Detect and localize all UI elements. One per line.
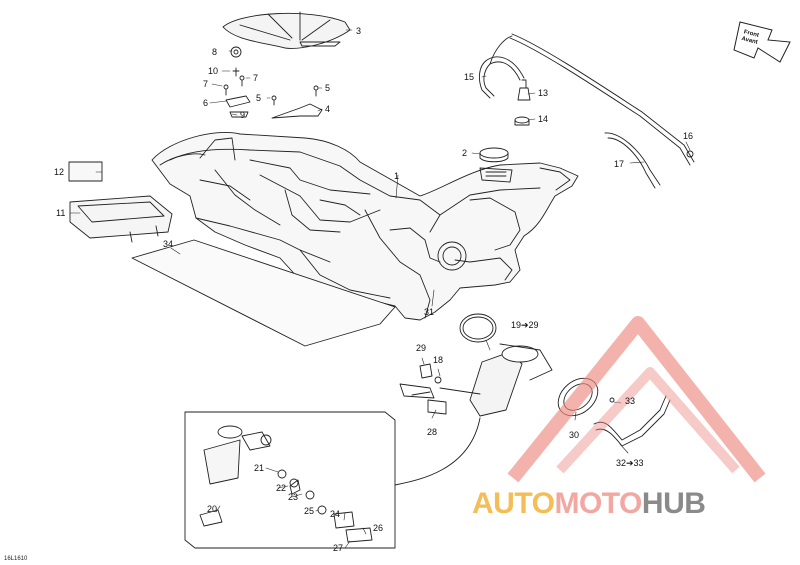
callout-14: 14 xyxy=(538,114,549,124)
callout-31: 31 xyxy=(424,307,435,317)
callout-29: 29 xyxy=(416,343,427,353)
callout-27: 27 xyxy=(333,543,344,553)
seat-cover xyxy=(222,11,351,49)
callout-11: 11 xyxy=(56,208,66,218)
callout-6: 6 xyxy=(203,98,209,108)
vent-valve xyxy=(514,79,531,126)
storage-tray xyxy=(69,195,173,243)
watermark-text: AUTOMOTOHUB xyxy=(472,487,706,521)
callout-34: 34 xyxy=(163,239,174,249)
front-direction-arrow xyxy=(733,21,791,63)
callout-10: 10 xyxy=(208,66,219,76)
o-ring-large xyxy=(459,313,497,343)
fuel-tank-body xyxy=(151,132,579,321)
callout-5b: 5 xyxy=(256,93,262,103)
callout-7b: 7 xyxy=(203,79,209,89)
callout-20: 20 xyxy=(207,504,218,514)
watermark-logo xyxy=(507,316,766,483)
fuel-line xyxy=(593,395,671,447)
callout-8: 8 xyxy=(212,47,218,57)
callout-21: 21 xyxy=(254,463,265,473)
callout-33: 33 xyxy=(625,396,636,406)
drawing-code: 16L1610 xyxy=(4,556,28,562)
leader-curve xyxy=(394,417,481,486)
callout-32-33: 32➔33 xyxy=(616,458,644,468)
watermark-moto: MOTO xyxy=(554,487,642,520)
fuel-cap xyxy=(479,147,509,163)
callout-18: 18 xyxy=(433,355,444,365)
callout-1: 1 xyxy=(394,171,400,181)
callout-19-29: 19➔29 xyxy=(511,320,539,330)
callout-15: 15 xyxy=(464,72,475,82)
watermark-hub: HUB xyxy=(641,487,706,520)
callout-12: 12 xyxy=(54,167,65,177)
callout-23: 23 xyxy=(288,492,299,502)
pump-detail-box xyxy=(184,411,396,549)
callout-17: 17 xyxy=(614,159,625,169)
callout-25: 25 xyxy=(304,506,315,516)
callout-4: 4 xyxy=(325,104,331,114)
callout-16: 16 xyxy=(683,131,694,141)
leader-lines xyxy=(69,29,691,549)
seal-gasket xyxy=(131,239,396,347)
callout-9: 9 xyxy=(240,110,246,120)
callout-3: 3 xyxy=(356,26,362,36)
drain-hose xyxy=(604,132,694,189)
callout-30: 30 xyxy=(569,430,580,440)
label-plate xyxy=(68,161,103,182)
callout-2: 2 xyxy=(462,148,468,158)
callout-28: 28 xyxy=(427,427,438,437)
vent-hose xyxy=(479,33,695,166)
callout-5a: 5 xyxy=(325,83,331,93)
callout-22: 22 xyxy=(276,483,287,493)
callout-13: 13 xyxy=(538,88,549,98)
fastener-group xyxy=(223,46,323,119)
callout-24: 24 xyxy=(330,509,341,519)
watermark-auto: AUTO xyxy=(472,487,555,520)
callout-26: 26 xyxy=(373,523,384,533)
fuel-pump-assembly xyxy=(399,343,553,417)
callout-7a: 7 xyxy=(253,73,259,83)
